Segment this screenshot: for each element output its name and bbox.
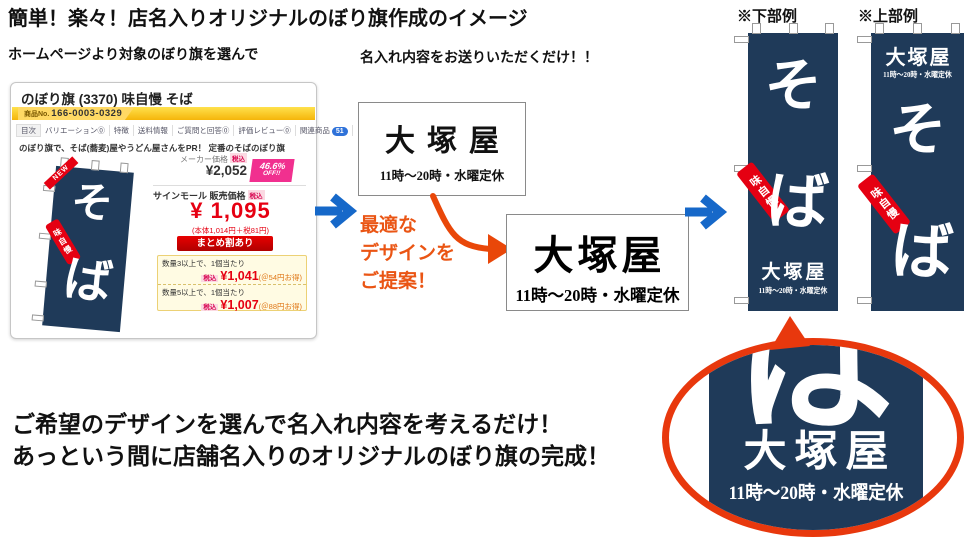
zoom-shop-name: 大塚屋 [743,429,897,476]
discount-off-text: OFF!! [262,170,281,177]
bulk-row-qty5: 数量5以上で、1個当たり 税込 ¥1,007(＠88円お得) [158,284,306,313]
maker-price-label-text: メーカー価格 [180,155,228,164]
zoom-shop-hours: 11時～20時・水曜定休 [728,484,904,504]
top-example-label: ※上部例 [858,8,919,25]
bulk-discount-box: 数量3以上で、1個当たり 税込 ¥1,041(＠54円お得) 数量5以上で、1個… [157,255,307,313]
product-tab-row: 目次 バリエーション⓪ 特徴 送料情報 ご質問と回答⓪ 評価レビュー⓪ 関連商品… [16,124,353,137]
maker-price-value: ¥2,052 [205,163,247,178]
sale-price-value: ¥ 1,095 [190,198,271,223]
flag-shop-hours: 11時～20時・水曜定休 [758,286,828,295]
bulk-save-note: (＠88円お得) [258,302,302,311]
flag-calligraphy-so: そ [70,180,114,228]
bottom-slogan-line2: あっという間に店舗名入りのオリジナルのぼり旗の完成！ [12,443,610,469]
bottom-slogan-line1: ご希望のデザインを選んで名入れ内容を考えるだけ！ [12,411,563,437]
sale-price-label: サインモール 販売価格税込 [153,189,308,202]
related-count-badge: 51 [331,127,348,136]
pole-tab [34,280,48,288]
flag-calligraphy-ba: ば [60,252,116,312]
tab-shipping[interactable]: 送料情報 [134,125,173,136]
page-title: 簡単！楽々！店名入りオリジナルのぼり旗作成のイメージ [8,8,528,30]
arrow-right-icon [315,193,358,229]
tax-included-badge: 税込 [201,304,219,311]
bulk-price: ¥1,007 [220,298,259,312]
flag-bottom-example: そ 味自慢 ば 大塚屋 11時～20時・水曜定休 [734,23,838,311]
item-no-value: 166-0003-0329 [51,108,123,119]
flag-calligraphy-so: そ [761,51,826,122]
pole-tab [857,165,872,172]
discount-badge: 46.6% OFF!! [249,159,295,182]
item-no-label: 商品No. [24,110,50,118]
tab-variation[interactable]: バリエーション⓪ [41,125,110,136]
pole-tab [875,23,884,34]
bulk-discount-button[interactable]: まとめ割あり [177,236,273,251]
shop-hours-plain: 11時～20時・水曜定休 [379,169,505,183]
tab-related-label: 関連商品 [299,126,330,135]
tax-included-badge: 税込 [201,275,219,282]
bulk-row-qty3: 数量3以上で、1個当たり 税込 ¥1,041(＠54円お得) [158,256,306,284]
tab-toc[interactable]: 目次 [16,124,41,137]
step2-label: 名入れ内容をお送りいただくだけ！！ [360,49,598,65]
product-card: のぼり旗 (3370) 味自慢 そば 商品No. 166-0003-0329 目… [10,82,353,339]
pole-tab [31,314,45,322]
item-no-badge: 商品No. 166-0003-0329 [18,107,135,120]
design-output-example-box: 大塚屋 11時～20時・水曜定休 [506,214,689,311]
product-title[interactable]: のぼり旗 (3370) 味自慢 そば [21,92,193,107]
zoom-flag-bottom: ば 大塚屋 11時～20時・水曜定休 [709,345,923,530]
flag-shop-name: 大塚屋 [761,262,828,283]
flag-shop-hours: 11時～20時・水曜定休 [883,70,952,79]
bulk-condition: 数量5以上で、1個当たり [162,288,246,297]
sale-price-note: (本体1,014円＋税81円) [191,226,270,235]
step1-label: ホームページより対象のぼり旗を選んで [8,46,259,62]
tax-included-badge: 税込 [230,153,247,163]
tab-review[interactable]: 評価レビュー⓪ [234,125,296,136]
pole-tab [734,36,749,43]
shop-name-designed: 大塚屋 [533,233,666,278]
pole-tab [913,23,922,34]
bulk-save-note: (＠54円お得) [258,273,302,282]
proposal-note-line1: 最適な [360,215,418,236]
proposal-note-line2: デザインを [360,243,456,264]
flag-calligraphy-ba: ば [889,217,955,289]
zoom-callout: ば 大塚屋 11時～20時・水曜定休 [662,338,964,537]
product-flag-image: NEW そ 味自慢 ば [31,156,134,333]
tab-features[interactable]: 特徴 [110,125,134,136]
curved-arrow-icon [430,193,512,264]
arrow-right-icon [685,194,728,230]
shop-name-plain: 大塚屋 [385,125,511,158]
price-divider [153,185,306,186]
flag-calligraphy-so: そ [886,95,950,166]
pole-tab [857,36,872,43]
bulk-price: ¥1,041 [220,269,259,283]
pole-tab [734,297,749,304]
shop-hours-designed: 11時～20時・水曜定休 [515,286,680,305]
bottom-example-label: ※下部例 [737,8,798,25]
proposal-note: 最適な デザインを ご提案！ [360,212,455,296]
tab-qa[interactable]: ご質問と回答⓪ [173,125,235,136]
item-no-bar: 商品No. 166-0003-0329 [12,107,315,120]
flag-calligraphy-ba: ば [764,167,831,239]
bulk-price-line: 税込 ¥1,041(＠54円お得) [162,269,302,283]
bulk-price-line: 税込 ¥1,007(＠88円お得) [162,298,302,312]
flag-top-example: 大塚屋 11時～20時・水曜定休 そ 味自慢 ば [857,23,964,311]
product-description: のぼり旗で、そば(蕎麦)屋やうどん屋さんをPR！ 定番のそばのぼり旗 [19,143,285,153]
name-input-example-box: 大塚屋 11時～20時・水曜定休 [358,102,526,196]
pole-tab [951,23,960,34]
flag-shop-name: 大塚屋 [885,47,952,69]
maker-price-label: メーカー価格税込 [161,153,247,165]
tax-included-badge: 税込 [247,190,265,200]
pole-tab [825,23,834,34]
pole-tab [752,23,761,34]
sale-price-label-text: サインモール 販売価格 [153,191,246,201]
proposal-note-line3: ご提案！ [360,271,437,292]
pole-tab [857,297,872,304]
callout-pointer-icon [770,316,810,350]
bulk-condition: 数量3以上で、1個当たり [162,259,246,268]
pole-tab [789,23,798,34]
